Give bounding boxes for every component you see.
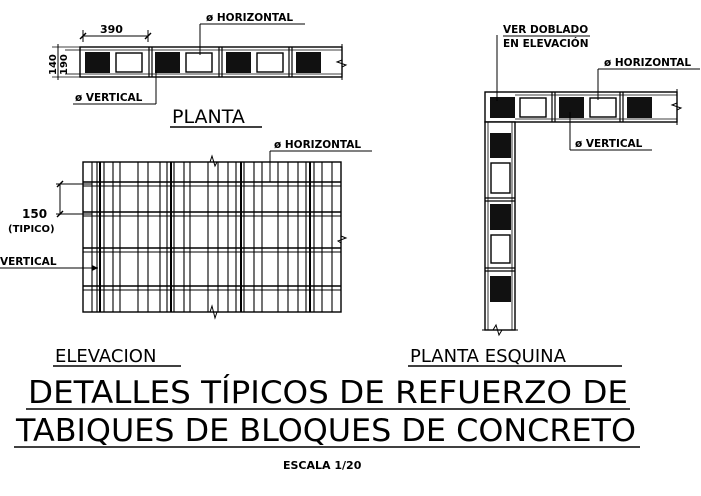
tipico-label: (TIPICO) bbox=[8, 224, 55, 235]
corner-vertical-label: ø VERTICAL bbox=[575, 138, 643, 150]
dim-390: 390 bbox=[100, 23, 123, 36]
corner-plan-view: VER DOBLADO EN ELEVACIÓN ø HORIZONTAL ø … bbox=[408, 24, 700, 367]
plan-vertical-label: ø VERTICAL bbox=[75, 92, 143, 104]
scale-label: ESCALA 1/20 bbox=[283, 459, 362, 472]
main-title-block: DETALLES TÍPICOS DE REFUERZO DE TABIQUES… bbox=[14, 375, 640, 472]
elevation-vertical-label: VERTICAL bbox=[0, 256, 57, 268]
ver-doblado-label: VER DOBLADO bbox=[503, 24, 588, 36]
dim-190: 190 bbox=[59, 54, 70, 75]
elevation-title: ELEVACION bbox=[55, 346, 156, 367]
plan-horizontal-label: ø HORIZONTAL bbox=[206, 12, 293, 24]
grouted-cell bbox=[490, 97, 515, 118]
grouted-cell bbox=[559, 97, 584, 118]
main-title-line-2: TABIQUES DE BLOQUES DE CONCRETO bbox=[15, 413, 636, 449]
en-elevacion-label: EN ELEVACIÓN bbox=[503, 37, 589, 50]
corner-title: PLANTA ESQUINA bbox=[410, 346, 567, 367]
grouted-cell bbox=[85, 52, 110, 73]
grouted-cell bbox=[490, 276, 511, 302]
grouted-cell bbox=[490, 204, 511, 230]
elevation-horizontal-label: ø HORIZONTAL bbox=[274, 139, 361, 151]
dim-150: 150 bbox=[22, 207, 47, 221]
corner-horizontal-label: ø HORIZONTAL bbox=[604, 57, 691, 69]
plan-title: PLANTA bbox=[172, 106, 245, 128]
main-title-line-1: DETALLES TÍPICOS DE REFUERZO DE bbox=[28, 375, 628, 411]
dim-140: 140 bbox=[48, 54, 59, 75]
grouted-cell bbox=[226, 52, 251, 73]
grouted-cell bbox=[296, 52, 321, 73]
grouted-cell bbox=[627, 97, 652, 118]
grouted-cell bbox=[490, 133, 511, 158]
elevation-view: ø HORIZONTAL 150 (TIPICO) VERTICAL ELEVA… bbox=[0, 139, 372, 367]
grouted-cell bbox=[155, 52, 180, 73]
plan-view: 390 140 190 ø HORIZONTAL ø VERTICAL PLAN… bbox=[48, 12, 348, 128]
